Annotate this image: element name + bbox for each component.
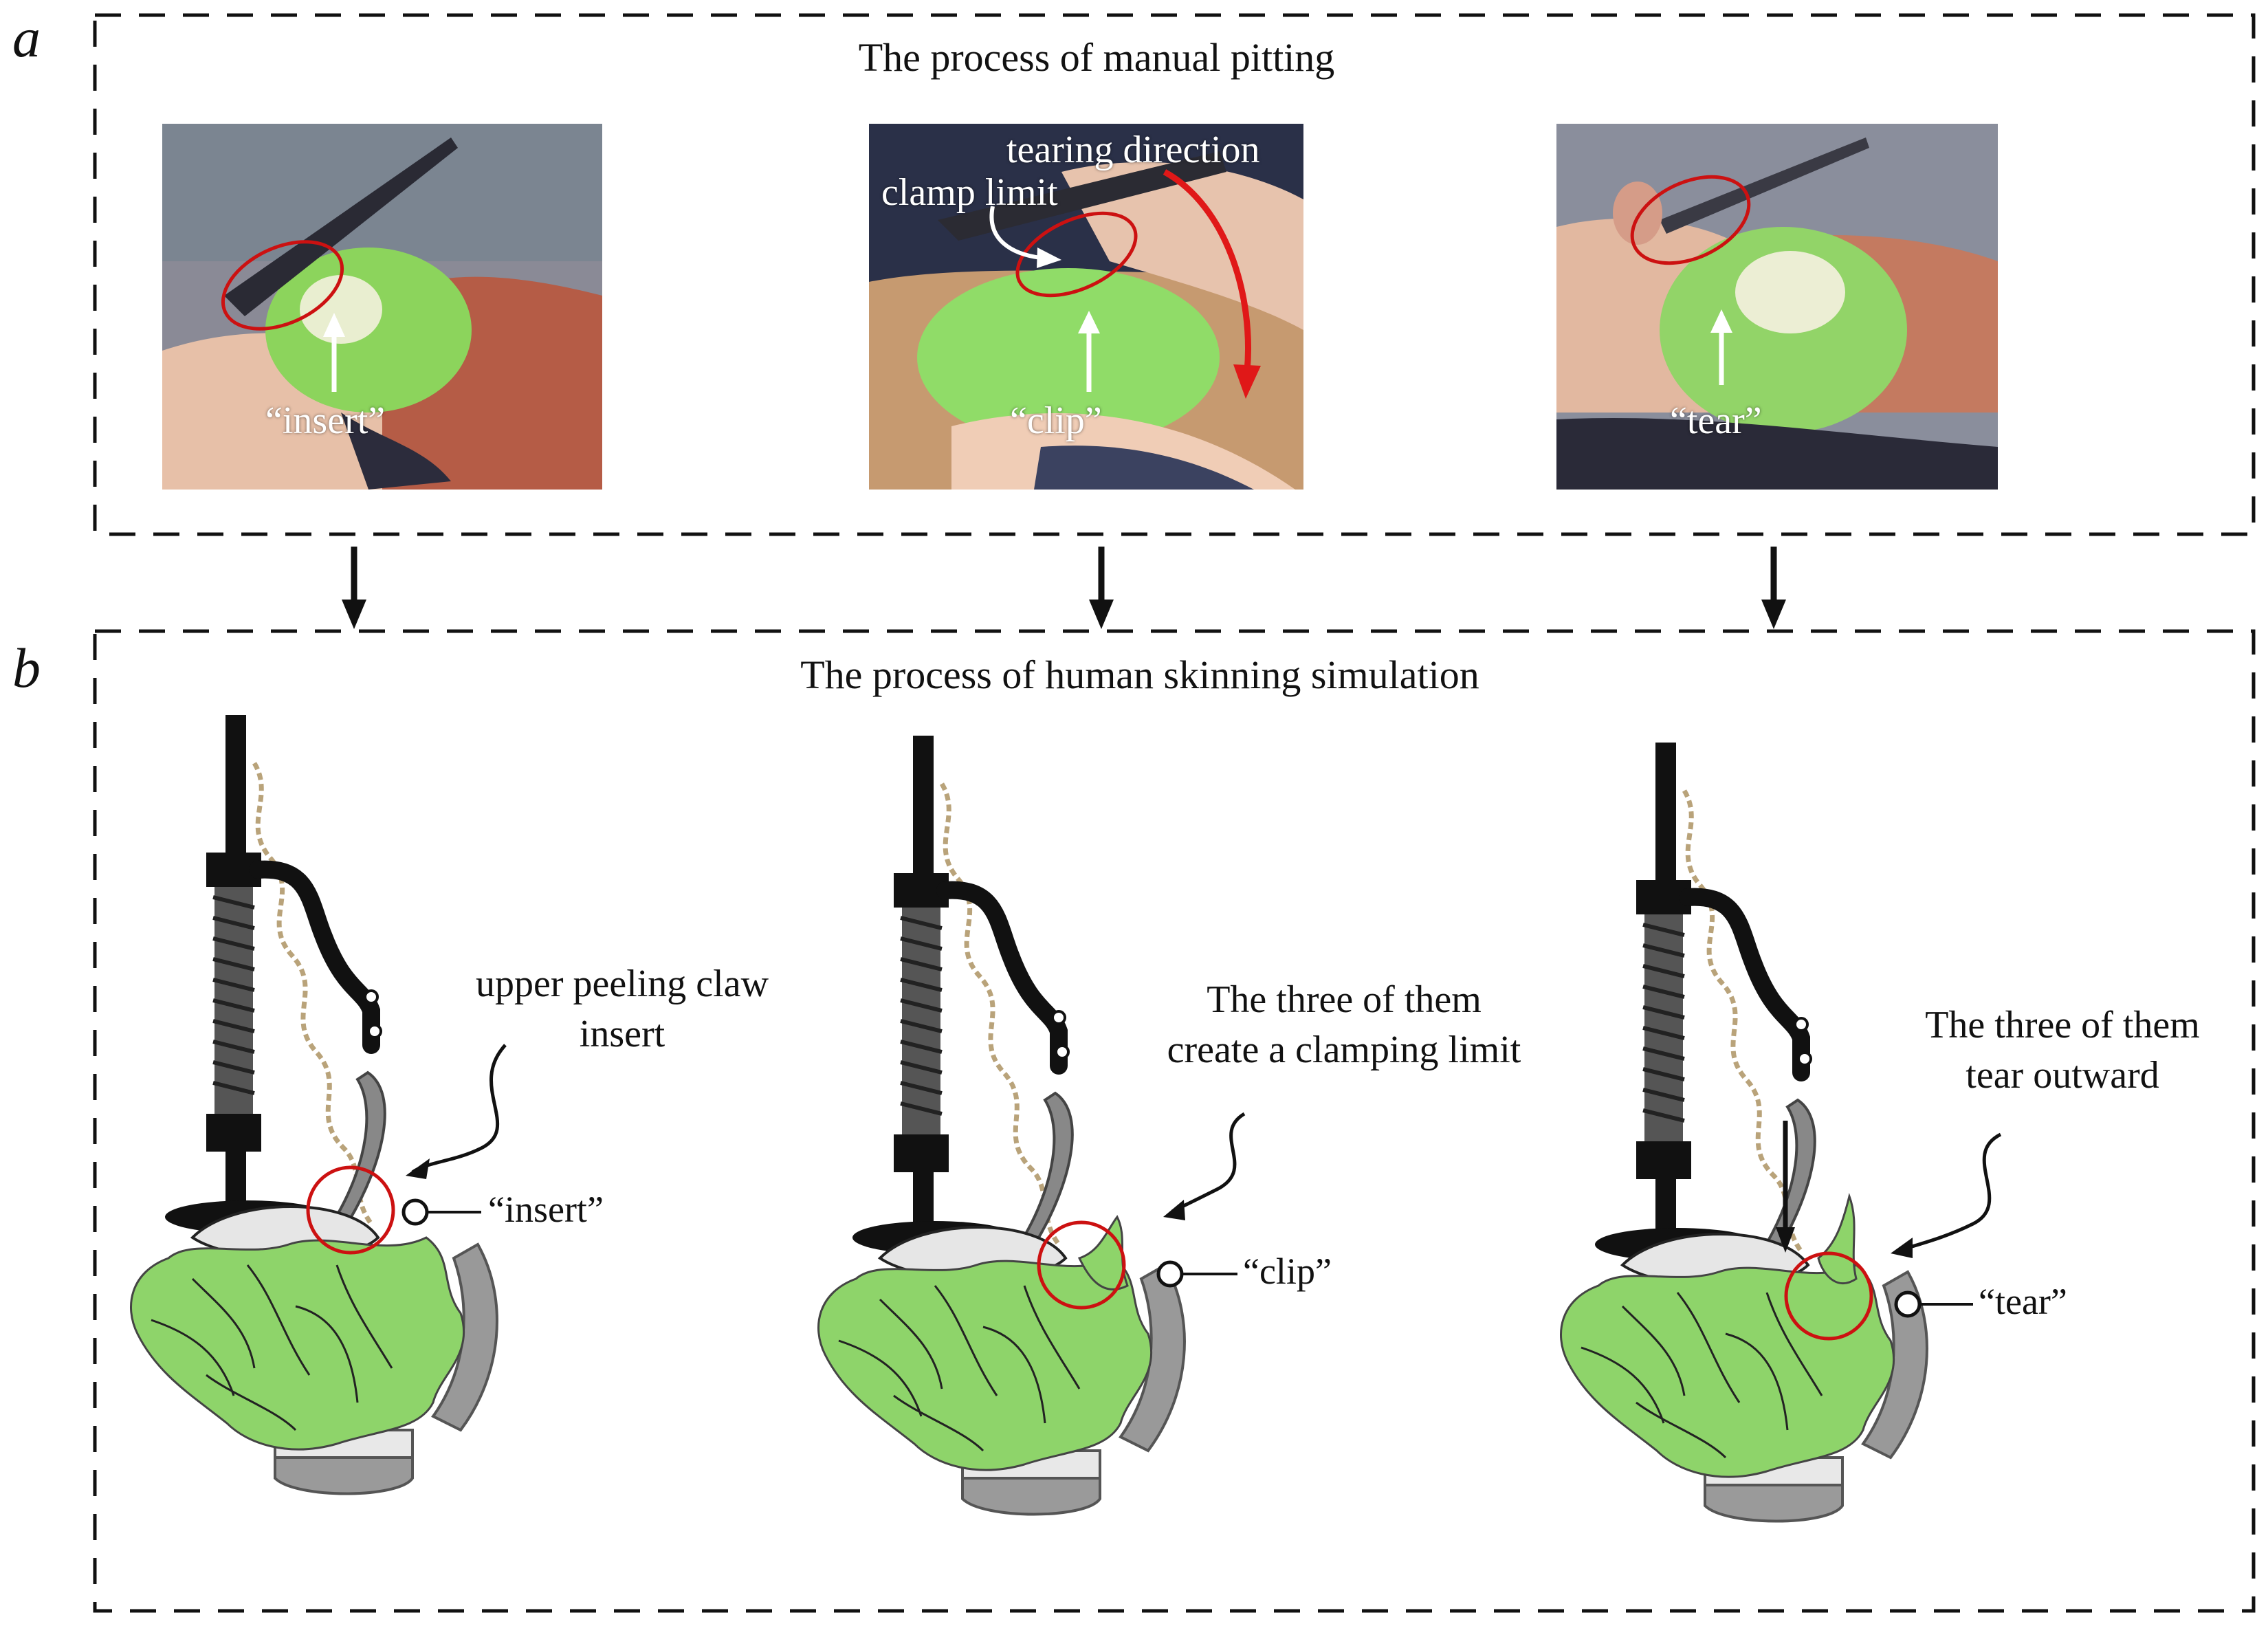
down-arrow-3	[1761, 547, 1786, 629]
down-arrow-2	[1089, 547, 1114, 629]
step-2-annotation-line1: The three of them	[1207, 978, 1482, 1021]
callout-pin-1	[401, 1198, 481, 1226]
photo-clip: “clip” clamp limit tearing direction	[869, 124, 1303, 490]
clamp-limit-label: clamp limit	[881, 171, 1058, 214]
peel-strip-3	[1817, 1192, 1858, 1284]
photo-clip-label: “clip”	[1010, 399, 1102, 442]
photo-tear-label: “tear”	[1670, 399, 1762, 442]
panel-b-letter: b	[12, 637, 41, 699]
highlight-circle-step-3	[1784, 1251, 1873, 1341]
step-1-annotation-line2: insert	[579, 1012, 665, 1055]
step-2-callout: “clip”	[1243, 1251, 1332, 1292]
peel-strip-2	[1077, 1215, 1129, 1290]
tearing-direction-label: tearing direction	[1006, 129, 1260, 171]
step-1-annotation: upper peeling claw insert	[476, 959, 769, 1059]
panel-b-title: The process of human skinning simulation	[800, 652, 1479, 697]
step-3-annotation: The three of them tear outward	[1925, 1000, 2200, 1101]
annotation-arrow-step-2	[1163, 1112, 1246, 1220]
highlight-circle-step-2	[1037, 1220, 1126, 1310]
step-3-annotation-line2: tear outward	[1966, 1053, 2159, 1097]
panel-b-frame	[93, 629, 2256, 1613]
step-2-annotation-line2: create a clamping limit	[1167, 1028, 1521, 1071]
photo-insert: “insert”	[162, 124, 602, 490]
step-1-annotation-line1: upper peeling claw	[475, 963, 769, 1005]
step-2-annotation: The three of them create a clamping limi…	[1167, 975, 1521, 1075]
mechanism-step-2	[818, 736, 1184, 1515]
panel-a-frame	[93, 13, 2256, 536]
panel-a-title: The process of manual pitting	[858, 35, 1335, 80]
callout-pin-3	[1894, 1290, 1973, 1318]
highlight-circle-step-1	[306, 1165, 395, 1255]
photo-insert-label: “insert”	[265, 399, 386, 442]
down-arrow-1	[342, 547, 366, 629]
step-3-annotation-line1: The three of them	[1925, 1004, 2200, 1046]
mechanism-step-1	[131, 715, 496, 1494]
photo-tear: “tear”	[1556, 124, 1998, 490]
step-1-callout: “insert”	[488, 1189, 604, 1230]
annotation-arrow-step-3	[1891, 1132, 2002, 1258]
mechanism-step-3	[1561, 743, 1926, 1521]
callout-pin-2	[1156, 1260, 1237, 1288]
annotation-arrow-step-1	[406, 1044, 507, 1179]
push-down-arrow	[1776, 1121, 1795, 1253]
step-3-callout: “tear”	[1979, 1281, 2067, 1322]
panel-a-letter: a	[12, 6, 41, 69]
